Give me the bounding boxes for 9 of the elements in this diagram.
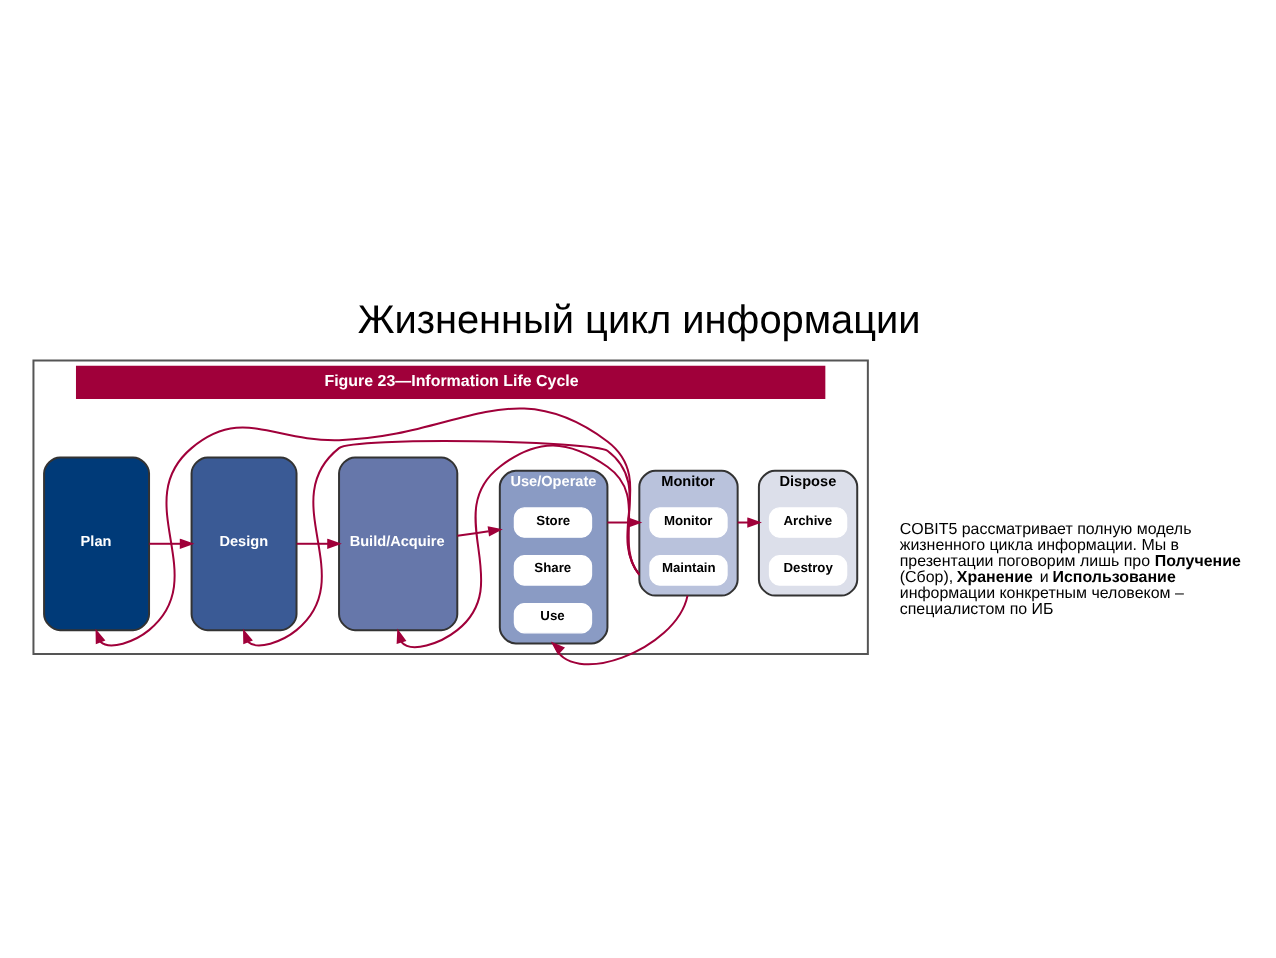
diagram-title: Жизненный цикл информации	[357, 297, 921, 342]
node-box: Design	[190, 455, 298, 631]
arrow	[456, 525, 503, 536]
arrow	[736, 516, 762, 527]
arrow	[295, 537, 342, 548]
node-box: Build/Acquire	[338, 455, 459, 631]
arrow	[148, 537, 195, 548]
arrow	[550, 593, 689, 665]
node-box: Plan	[43, 455, 151, 631]
